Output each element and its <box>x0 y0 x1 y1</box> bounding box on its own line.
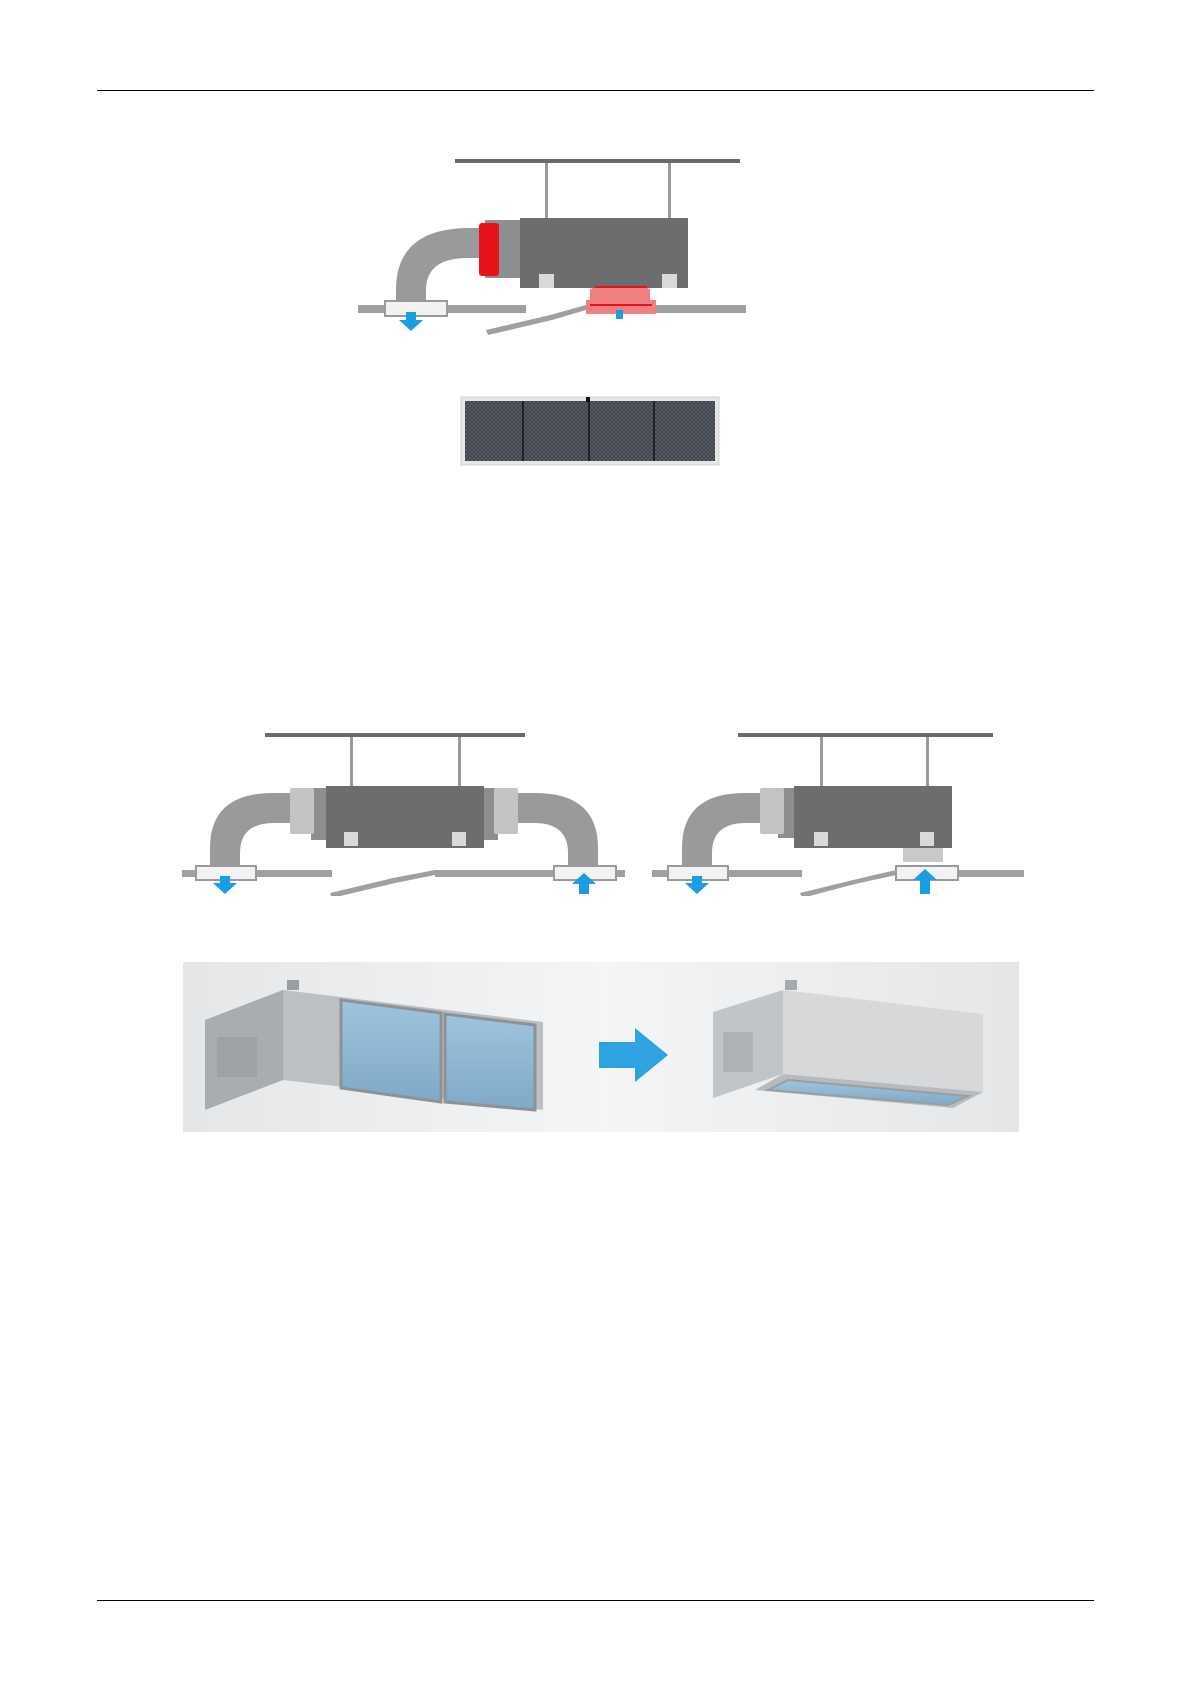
return-duct-elbow <box>512 793 598 874</box>
canvas-connector-highlighted <box>479 223 499 276</box>
red-line-mark <box>590 304 652 306</box>
hanger-bracket <box>344 832 358 846</box>
flow-arrow-up-icon <box>616 310 623 319</box>
ducted-unit-rear-return-diagram <box>178 728 628 896</box>
header-rule <box>97 90 1094 91</box>
ducted-unit-bottom-return-diagram-2 <box>648 730 1028 896</box>
hanger-bracket <box>814 832 828 846</box>
filter-right-half <box>445 1014 535 1110</box>
return-plenum <box>903 848 943 862</box>
hanger-bracket <box>539 274 554 288</box>
filter-clip <box>586 397 590 402</box>
filter-rib <box>522 401 524 461</box>
filter-left-half <box>341 1000 441 1102</box>
hanger-bracket <box>662 274 677 288</box>
ceiling-slab <box>265 733 525 737</box>
mounting-bracket <box>785 980 797 990</box>
electrical-box <box>723 1032 753 1072</box>
ceiling-slab <box>738 733 993 737</box>
supply-duct-elbow <box>682 793 766 874</box>
electrical-box <box>217 1037 257 1077</box>
ducted-unit-bottom-return-diagram <box>350 150 780 340</box>
filter-position-change-photo <box>183 962 1019 1132</box>
access-panel-hinged <box>800 870 896 896</box>
filter-rib <box>588 401 590 461</box>
supply-duct-elbow <box>396 228 490 308</box>
hanger-bracket <box>452 832 466 846</box>
mounting-bracket <box>287 980 299 990</box>
red-line-mark <box>595 286 647 288</box>
filter-rib <box>653 401 655 461</box>
access-panel-hinged <box>330 870 435 896</box>
hanger-bracket <box>920 832 934 846</box>
canvas-connector <box>290 788 314 834</box>
supply-duct-elbow <box>210 793 296 874</box>
footer-rule <box>97 1600 1094 1601</box>
air-filter-photo <box>460 396 720 466</box>
ceiling-slab <box>455 159 740 163</box>
canvas-connector <box>494 788 518 834</box>
canvas-connector <box>760 788 784 834</box>
